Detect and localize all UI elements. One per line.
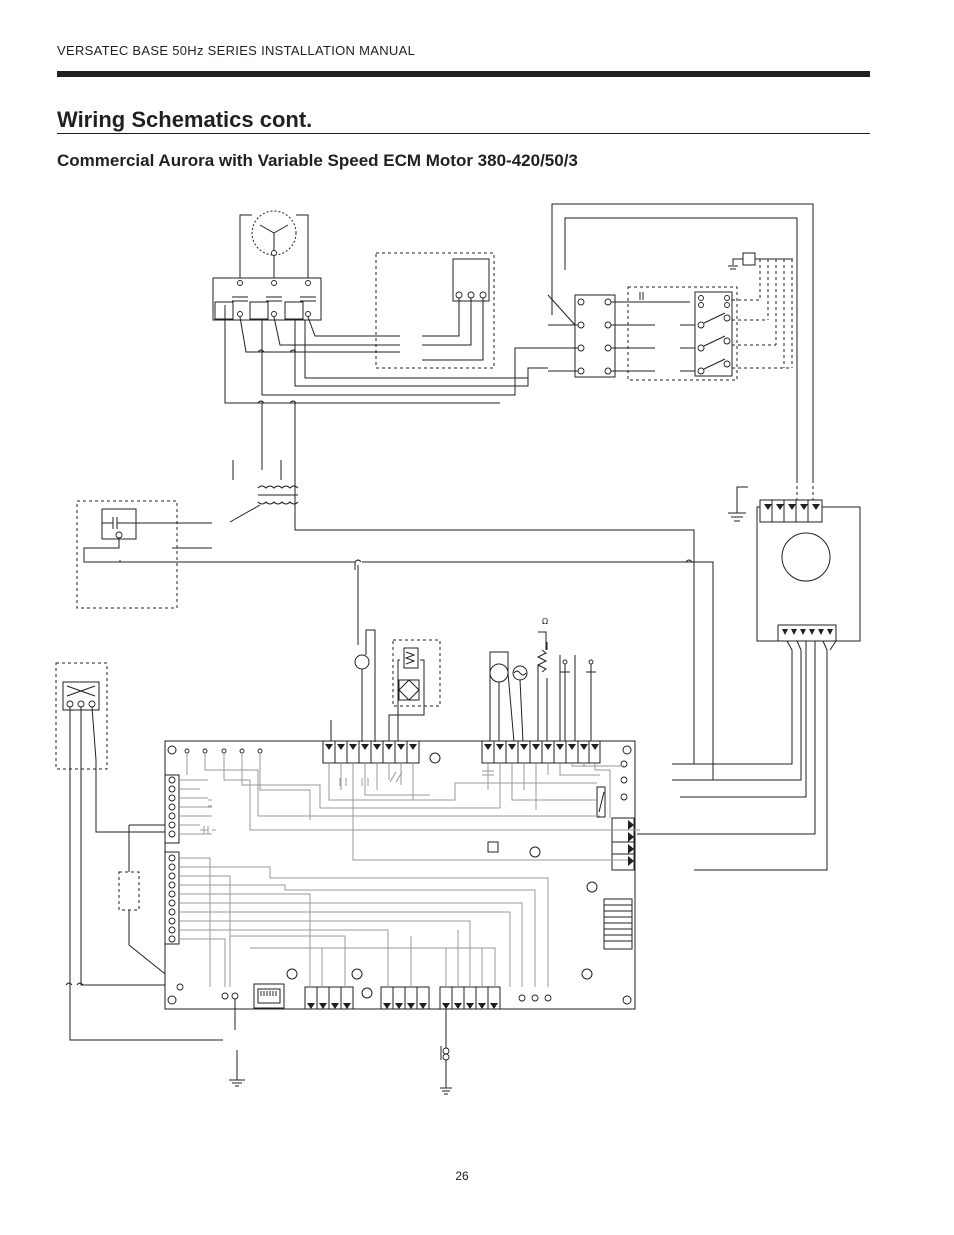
page-title: Wiring Schematics cont. [57, 107, 313, 132]
sensor-group: Ω [489, 617, 596, 743]
compressor-contactor [212, 277, 322, 321]
manual-header: VERSATEC BASE 50Hz SERIES INSTALLATION M… [57, 43, 416, 58]
relay-block [547, 203, 814, 480]
reversing-valve [354, 565, 376, 742]
power-terminal-box [375, 252, 495, 369]
schematic-title: Commercial Aurora with Variable Speed EC… [57, 151, 578, 170]
header-divider [57, 71, 870, 77]
lower-left-box [55, 662, 223, 1041]
aurora-control-board [164, 740, 640, 1010]
left-terminal-strip [168, 776, 176, 943]
title-divider [57, 133, 870, 134]
page-number: 26 [455, 1169, 469, 1183]
thermostat-box [76, 500, 212, 609]
ground-symbol-left [229, 999, 245, 1087]
omega-label: Ω [542, 617, 548, 626]
loop-pump-box [388, 639, 441, 742]
ground-symbol-center [440, 1009, 452, 1095]
board-traces [179, 754, 640, 987]
compressor-motor [239, 210, 309, 280]
ecm-motor [637, 480, 861, 871]
transformer [229, 403, 299, 523]
